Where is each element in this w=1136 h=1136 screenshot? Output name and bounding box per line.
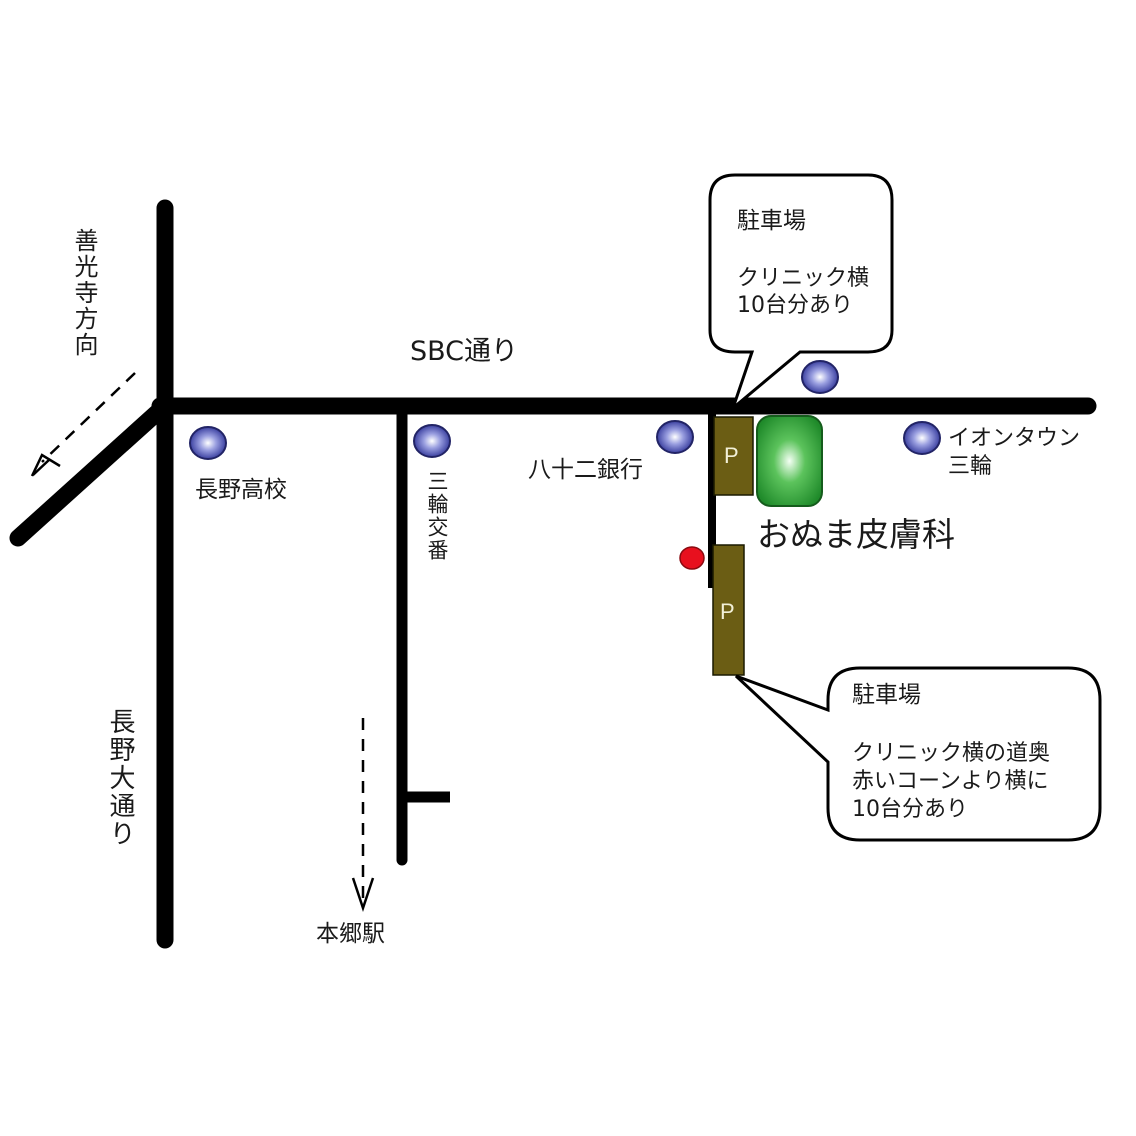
parking-lot-top [713,416,754,496]
label-nagano-high-school: 長野高校 [195,477,287,503]
bubble-top-shape [708,173,894,413]
clinic-building [756,415,823,507]
marker-hachijuni [656,420,694,454]
marker-nagano-high [189,426,227,460]
marker-miwa-koban [413,424,451,458]
label-aeon-town-miwa: 三輪 [948,454,993,479]
label-hachijuni-bank: 八十二銀行 [528,457,643,483]
bubble-bottom-line1: クリニック横の道奥 [852,741,1051,766]
arrow-hongo-head [351,877,375,912]
bubble-bottom-line2: 赤いコーンより横に [852,769,1049,794]
clinic-name: おぬま皮膚科 [757,515,955,554]
parking-lot-bottom [712,544,745,676]
parking-top-label: P [724,443,739,468]
label-aeon-town: イオンタウン [948,426,1081,451]
bubble-bottom-shape [734,666,1102,842]
label-miwa-koban: 三輪交番 [425,470,449,562]
bubble-top-title: 駐車場 [737,208,806,234]
bubble-bottom-title: 駐車場 [852,682,921,708]
bubble-bottom-line3: 10台分あり [852,797,968,822]
marker-aeon [903,421,941,455]
parking-bottom-label: P [720,599,735,624]
marker-north [801,360,839,394]
label-hongo-station: 本郷駅 [316,921,385,947]
bubble-top-line2: 10台分あり [737,293,853,318]
arrow-zenkoji-line [41,372,136,463]
red-cone-marker [679,546,705,570]
arrow-zenkoji-head [30,453,61,477]
label-zenkoji-direction: 善光寺方向 [70,228,98,358]
label-nagano-dai-road: 長野大通り [105,708,135,848]
bubble-top-line1: クリニック横 [737,266,870,291]
label-sbc-road: SBC通り [410,336,519,367]
road-diagonal [9,401,169,547]
